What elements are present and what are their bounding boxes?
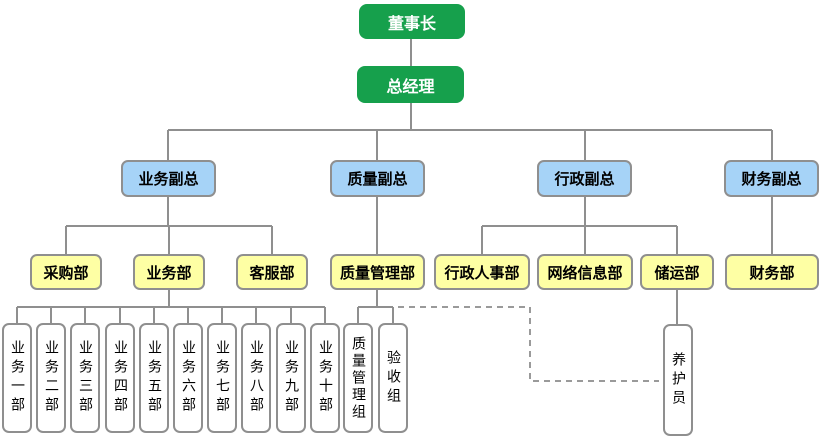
node-team-business-8: 业务八部 [241,323,271,433]
node-dept-quality-mgmt: 质量管理部 [330,254,425,290]
node-dept-customer-service: 客服部 [236,254,308,290]
node-general-manager: 总经理 [357,66,464,103]
node-dept-admin-hr: 行政人事部 [434,254,530,290]
node-team-business-9: 业务九部 [276,323,306,433]
node-dept-network-info: 网络信息部 [537,254,633,290]
node-team-business-3: 业务三部 [70,323,100,433]
node-vp-quality: 质量副总 [330,160,425,197]
node-dept-procurement: 采购部 [30,254,102,290]
node-staff-maintenance: 养护员 [663,324,693,436]
node-vp-business: 业务副总 [121,160,216,197]
node-team-business-7: 业务七部 [207,323,237,433]
node-team-business-1: 业务一部 [2,323,32,433]
connector-gm-vps [167,103,773,161]
connector-dashed-maintenance [398,306,659,382]
node-dept-storage-transport: 储运部 [640,254,714,290]
node-team-quality-mgmt: 质量管理组 [343,323,373,433]
node-dept-business: 业务部 [133,254,205,290]
connector-vps-depts [65,196,773,255]
node-chairman: 董事长 [359,4,465,39]
node-team-acceptance: 验收组 [378,323,408,433]
node-dept-finance: 财务部 [725,254,819,290]
node-vp-admin: 行政副总 [537,160,632,197]
node-team-business-5: 业务五部 [139,323,169,433]
connector-depts-teams [16,289,678,325]
node-team-business-2: 业务二部 [36,323,66,433]
node-team-business-6: 业务六部 [173,323,203,433]
node-vp-finance: 财务副总 [724,160,819,197]
node-team-business-4: 业务四部 [105,323,135,433]
node-team-business-10: 业务十部 [310,323,340,433]
